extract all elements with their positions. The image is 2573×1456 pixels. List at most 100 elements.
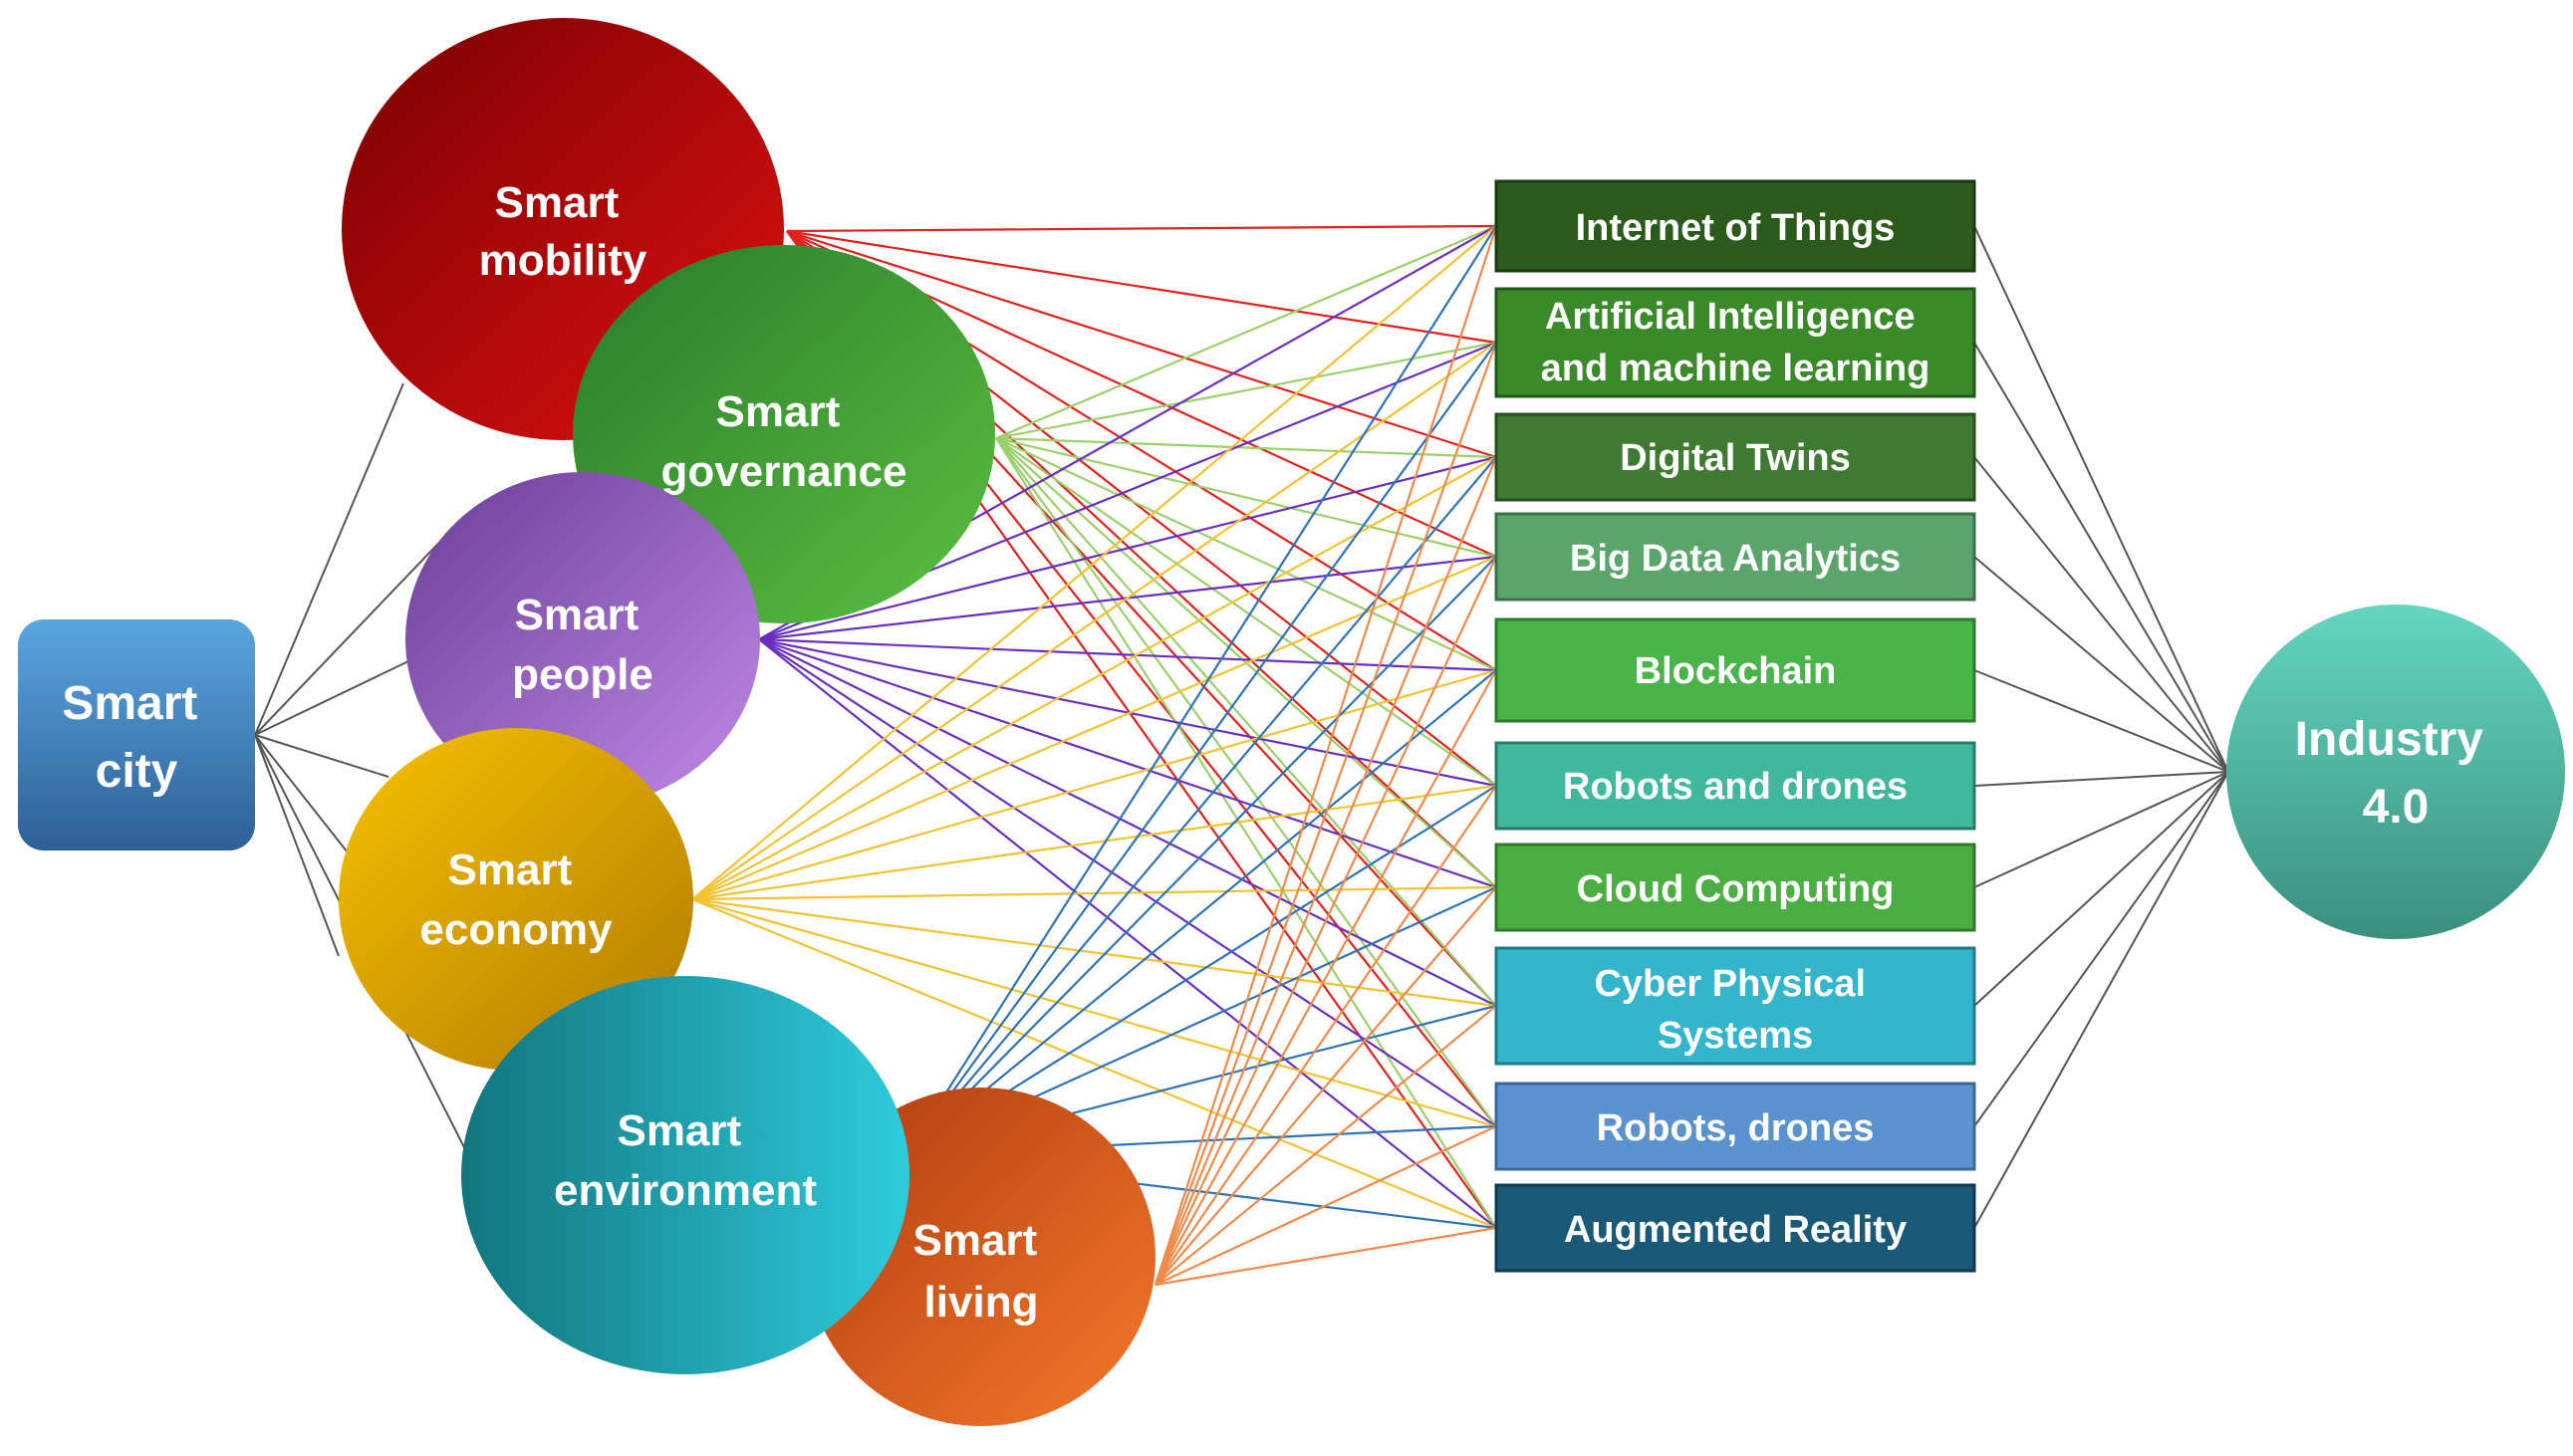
tech-label-cloud: Cloud Computing [1577, 868, 1895, 910]
tech-label-ai-line-2: and machine learning [1541, 348, 1930, 389]
link-people-6 [758, 637, 1497, 788]
svg-text:Digital Twins: Digital Twins [1620, 437, 1851, 479]
link-economy-1 [691, 225, 1497, 900]
tech-label-ai-line-1: Artificial Intelligence [1545, 296, 1916, 338]
technology-box-iot: Internet of Things [1494, 179, 1976, 273]
link-mobility-3 [786, 229, 1497, 459]
link-people-8 [758, 638, 1497, 1007]
link-governance-1 [995, 224, 1497, 440]
domain-people-line-1: Smart [515, 591, 640, 639]
link-people-9 [758, 638, 1497, 1127]
domain-economy-line-2: economy [419, 905, 613, 954]
svg-text:Smart mobility: Smart mobility [479, 178, 647, 285]
link-living-2 [1154, 342, 1498, 1286]
link-living-9 [1155, 1125, 1497, 1286]
link-people-10 [758, 638, 1497, 1229]
link-economy-10 [691, 897, 1497, 1230]
svg-text:Robots and drones: Robots and drones [1563, 766, 1908, 808]
link-economy-4 [691, 555, 1497, 901]
tech-label-big-data: Big Data Analytics [1570, 538, 1901, 580]
industry-4-0-node: Industry 4.0 [2226, 605, 2565, 939]
svg-text:Industry 4.0: Industry 4.0 [2295, 713, 2497, 834]
industry-line-8 [1973, 771, 2229, 1007]
svg-text:Smart economy: Smart economy [419, 846, 613, 954]
tech-label-robots-drones: Robots, drones [1597, 1107, 1875, 1149]
technology-box-robots-and-drones: Robots and drones [1494, 741, 1976, 831]
link-governance-8 [995, 437, 1497, 1007]
smart-city-node: Smart city [18, 619, 255, 850]
industry-connections [1973, 225, 2229, 1229]
link-living-10 [1155, 1226, 1497, 1287]
link-living-4 [1155, 556, 1497, 1286]
link-economy-7 [691, 885, 1497, 901]
city-line-2 [254, 527, 454, 736]
technology-box-robots-drones: Robots, drones [1494, 1082, 1976, 1171]
link-governance-9 [995, 437, 1497, 1127]
link-environment-5 [905, 669, 1497, 1156]
city-line-5 [254, 734, 360, 867]
domain-governance-line-1: Smart [716, 387, 841, 436]
industry-label-line-1: Industry [2295, 713, 2484, 766]
technology-box-digital-twins: Digital Twins [1494, 412, 1976, 502]
link-living-1 [1154, 225, 1498, 1286]
technology-box-cps: Cyber Physical Systems [1494, 946, 1976, 1066]
link-mobility-1 [786, 224, 1497, 233]
industry-line-4 [1973, 556, 2229, 773]
technology-box-ai: Artificial Intelligence and machine lear… [1494, 287, 1976, 398]
link-living-6 [1155, 785, 1497, 1286]
svg-text:Robots, drones: Robots, drones [1597, 1107, 1875, 1149]
link-living-8 [1155, 1005, 1497, 1286]
technology-box-ar: Augmented Reality [1494, 1183, 1976, 1273]
svg-text:Smart city: Smart city [62, 677, 210, 798]
technology-box-big-data: Big Data Analytics [1494, 512, 1976, 602]
link-governance-10 [995, 437, 1497, 1229]
domain-economy-line-1: Smart [448, 846, 573, 894]
smart-city-label-line-2: city [96, 745, 178, 798]
link-people-5 [758, 637, 1497, 672]
link-economy-5 [691, 668, 1497, 901]
link-governance-2 [995, 341, 1497, 440]
svg-text:Smart governance: Smart governance [661, 387, 907, 496]
tech-label-ar: Augmented Reality [1564, 1209, 1907, 1251]
industry-line-2 [1973, 342, 2229, 773]
svg-text:Smart environment: Smart environment [554, 1106, 817, 1215]
link-people-7 [758, 637, 1497, 889]
svg-text:Smart people: Smart people [512, 591, 653, 699]
city-line-6 [254, 734, 340, 957]
domain-mobility-line-2: mobility [479, 236, 647, 285]
industry-label-line-2: 4.0 [2363, 781, 2430, 834]
svg-text:Cloud Computing: Cloud Computing [1577, 868, 1895, 910]
industry-line-6 [1973, 771, 2229, 787]
link-governance-4 [995, 436, 1497, 559]
link-governance-6 [995, 437, 1497, 787]
tech-label-cps-line-1: Cyber Physical [1594, 963, 1865, 1005]
domain-mobility-line-1: Smart [495, 178, 620, 227]
svg-text:Smart living: Smart living [913, 1216, 1050, 1327]
tech-label-robots-and-drones: Robots and drones [1563, 766, 1908, 808]
link-environment-4 [905, 556, 1497, 1156]
link-living-7 [1155, 886, 1497, 1286]
tech-label-digital-twins: Digital Twins [1620, 437, 1851, 479]
svg-text:Blockchain: Blockchain [1635, 650, 1837, 692]
link-environment-1 [905, 225, 1497, 1156]
domain-circle-economy: Smart economy [339, 728, 693, 1071]
domain-governance-line-2: governance [661, 447, 907, 496]
industry-line-3 [1973, 456, 2229, 773]
technology-box-blockchain: Blockchain [1494, 617, 1976, 723]
domain-living-line-1: Smart [913, 1216, 1038, 1265]
svg-text:Big Data Analytics: Big Data Analytics [1570, 538, 1901, 580]
domain-circle-people: Smart people [405, 472, 760, 807]
link-economy-8 [691, 897, 1497, 1008]
svg-text:Augmented Reality: Augmented Reality [1564, 1209, 1907, 1251]
link-economy-3 [691, 456, 1497, 900]
technology-box-cloud: Cloud Computing [1494, 843, 1976, 932]
smart-city-label-line-1: Smart [62, 677, 197, 730]
city-line-1 [254, 382, 404, 736]
link-economy-6 [691, 784, 1497, 901]
tech-label-blockchain: Blockchain [1635, 650, 1837, 692]
tech-label-cps-line-2: Systems [1658, 1015, 1813, 1057]
industry-line-5 [1973, 669, 2229, 773]
tech-label-iot: Internet of Things [1576, 207, 1896, 249]
domain-people-line-2: people [512, 650, 653, 699]
